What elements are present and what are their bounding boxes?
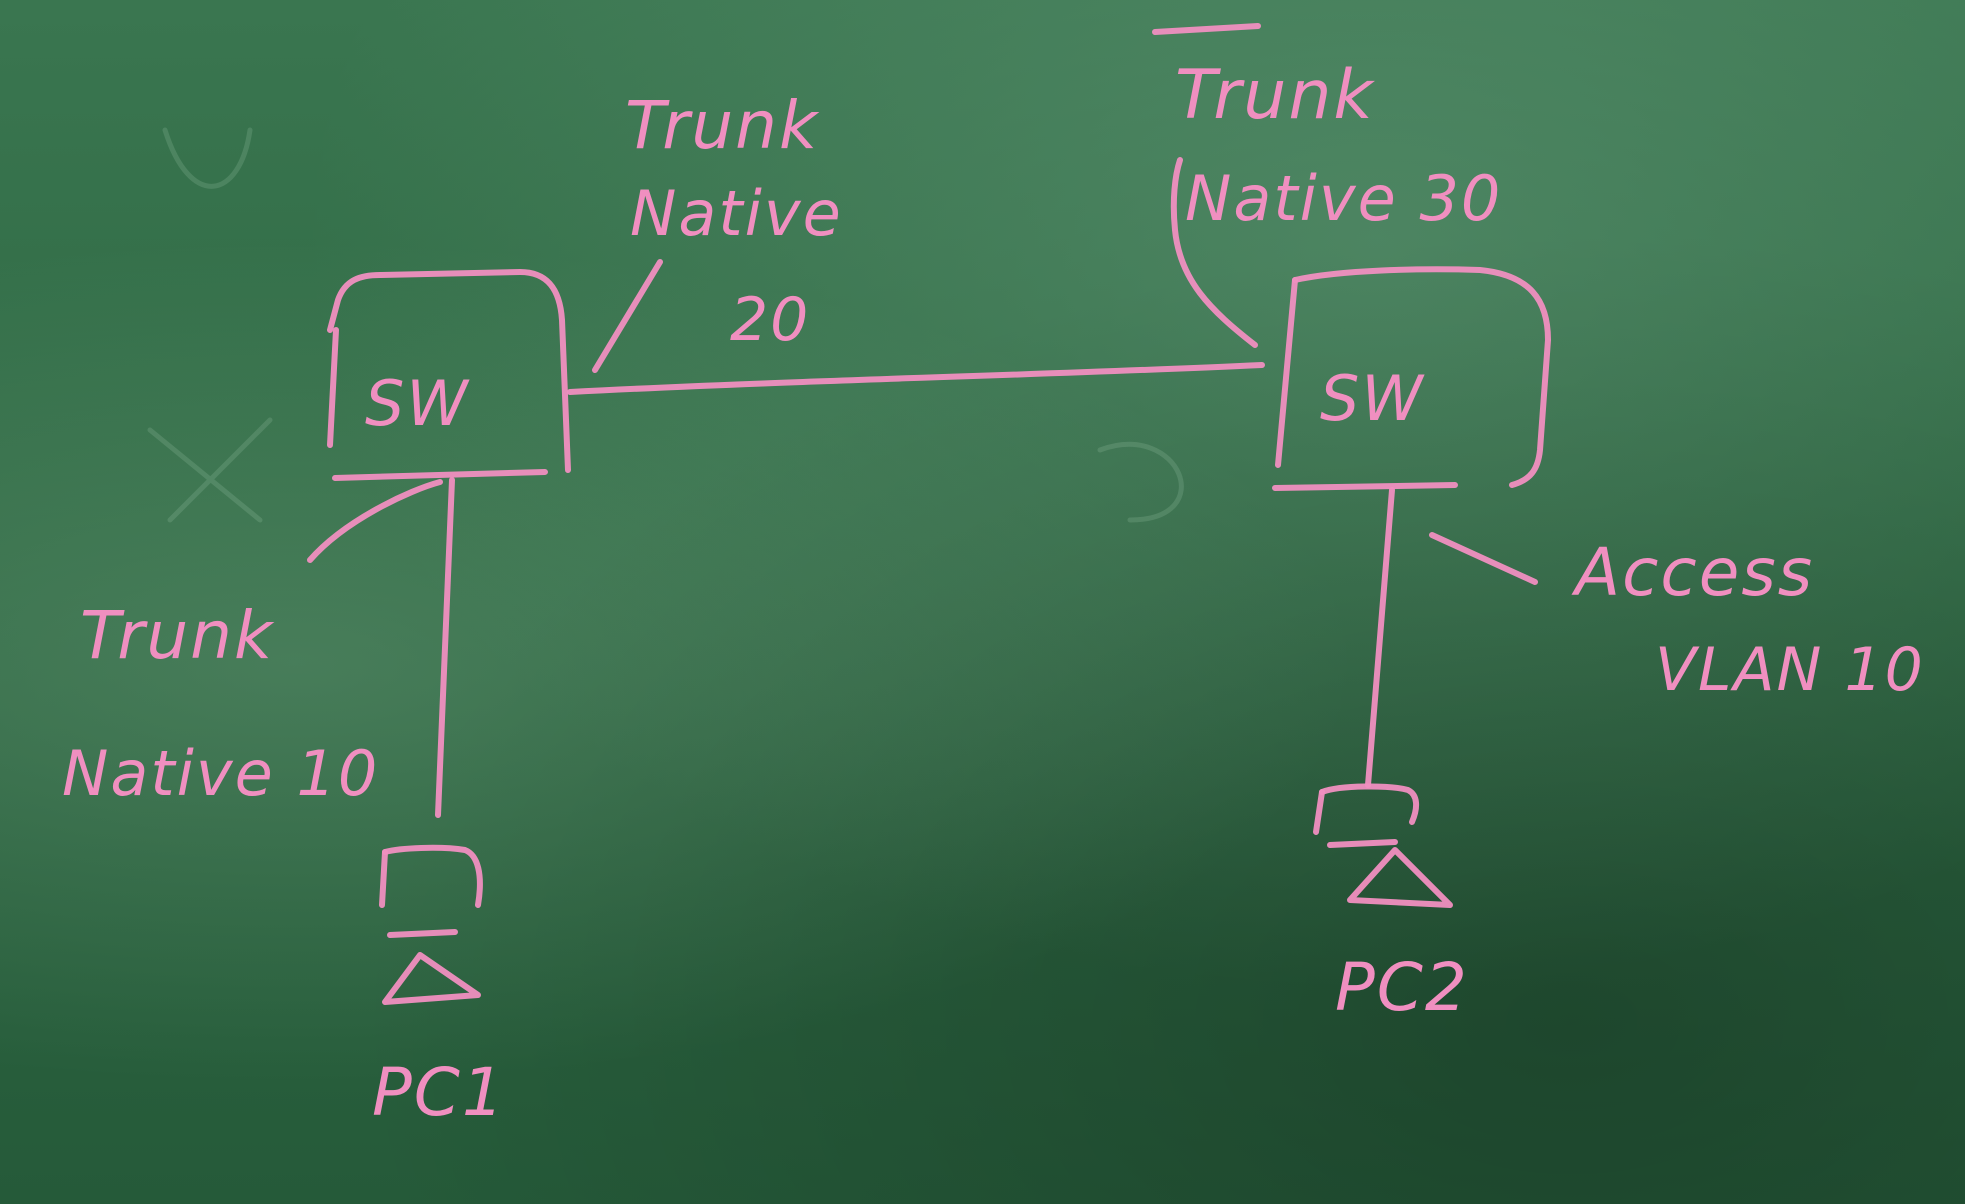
- switch-left-label: SW: [365, 367, 470, 440]
- callout-line-pc1-link: [307, 479, 443, 563]
- svg-text:Trunk: Trunk: [80, 597, 275, 674]
- svg-text:VLAN 10: VLAN 10: [1655, 635, 1925, 705]
- pc1-link-label: Trunk Native 10: [62, 597, 379, 810]
- pc2-icon: [1313, 783, 1453, 908]
- underline-stroke: [1152, 23, 1261, 35]
- left-trunk-label: Trunk Native 20: [625, 87, 843, 355]
- switch-to-switch-link: [567, 362, 1265, 395]
- svg-text:Native 10: Native 10: [62, 737, 379, 810]
- svg-text:Trunk: Trunk: [625, 87, 820, 164]
- svg-text:Trunk: Trunk: [1175, 56, 1375, 135]
- ghost-mark: [147, 417, 273, 523]
- pc2-link-label: Access VLAN 10: [1571, 534, 1925, 705]
- switch-right: SW: [1272, 266, 1551, 491]
- switch-left-to-pc1-link: [435, 477, 455, 818]
- svg-text:Native: Native: [630, 177, 843, 250]
- svg-text:20: 20: [730, 285, 810, 355]
- ghost-mark: [162, 127, 253, 189]
- svg-text:Access: Access: [1571, 534, 1814, 611]
- switch-right-label: SW: [1320, 362, 1425, 435]
- callout-line-left-trunk: [592, 259, 663, 373]
- callout-line-pc2-link: [1429, 532, 1538, 585]
- svg-text:Native 30: Native 30: [1185, 162, 1502, 235]
- callout-line-right-trunk: [1170, 157, 1258, 348]
- pc2-label: PC2: [1335, 949, 1469, 1026]
- pc1-icon: [379, 844, 483, 1005]
- switch-left: SW: [327, 269, 571, 481]
- right-trunk-label: Trunk Native 30: [1175, 56, 1502, 235]
- ghost-mark: [1097, 441, 1184, 523]
- switch-right-to-pc2-link: [1365, 487, 1395, 788]
- pc1-label: PC1: [372, 1054, 506, 1131]
